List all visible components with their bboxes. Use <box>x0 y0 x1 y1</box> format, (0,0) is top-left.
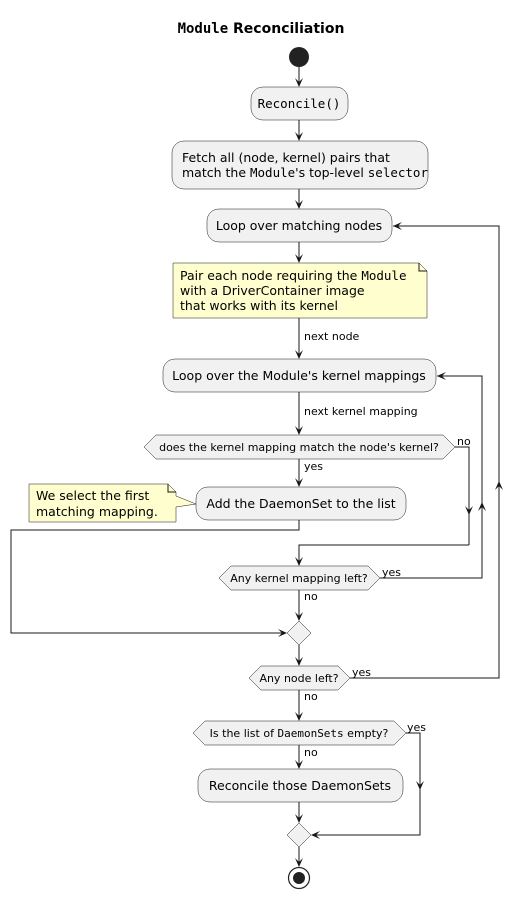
decision-list-empty-pre: Is the list of <box>210 727 278 740</box>
edge-label-match-no: no <box>457 435 471 448</box>
edge-label-node-yes: yes <box>352 666 371 679</box>
note-select-line2: matching mapping. <box>36 504 158 519</box>
note-pair <box>172 262 428 319</box>
edge-label-empty-yes: yes <box>407 721 426 734</box>
activity-reconcile-daemonsets-label: Reconcile those DaemonSets <box>209 778 391 793</box>
note-select-fold <box>167 484 176 493</box>
activity-reconcile-label: Reconcile() <box>258 96 341 111</box>
activity-add-daemonset <box>195 486 407 521</box>
fetch-line2-code1: Module <box>250 165 295 180</box>
fetch-line2-pre: match the <box>182 165 250 180</box>
edge-label-mapping-no: no <box>304 590 318 603</box>
activity-loop-nodes-label: Loop over matching nodes <box>216 218 382 233</box>
activity-loop-mappings-label: Loop over the Module's kernel mappings <box>172 368 426 383</box>
decision-kernel-match-label: does the kernel mapping match the node's… <box>159 441 439 454</box>
activity-fetch-line2: match the Module's top-level selector <box>182 165 428 180</box>
merge-diamond-2 <box>286 822 312 848</box>
title-text: Reconciliation <box>228 21 344 37</box>
note-pair-line1-pre: Pair each node requiring the <box>180 268 361 283</box>
title-code: Module <box>178 21 229 37</box>
edge-label-node-no: no <box>304 690 318 703</box>
edge-label-match-yes: yes <box>304 460 323 473</box>
decision-node-left-label: Any node left? <box>259 672 338 685</box>
fetch-line2-mid: 's top-level <box>295 165 368 180</box>
decision-list-empty-label: Is the list of DaemonSets empty? <box>210 727 389 740</box>
edge-label-next-node: next node <box>304 330 360 343</box>
note-select-line1: We select the first <box>36 488 149 503</box>
note-pair-line2: with a DriverContainer image <box>180 283 365 298</box>
decision-list-empty-code: DaemonSets <box>277 727 343 740</box>
edge-label-empty-no: no <box>304 746 318 759</box>
note-pair-fold <box>418 263 427 272</box>
end-node-inner <box>293 872 305 884</box>
decision-list-empty-post: empty? <box>344 727 389 740</box>
note-pair-line3: that works with its kernel <box>180 298 338 313</box>
edge-label-next-kernel-mapping: next kernel mapping <box>304 405 418 418</box>
note-pair-line1: Pair each node requiring the Module <box>180 268 406 283</box>
connectors <box>10 67 503 867</box>
decision-mapping-left-label: Any kernel mapping left? <box>230 572 368 585</box>
activity-reconcile-daemonsets <box>197 768 404 803</box>
fetch-line2-code2: selector <box>368 165 429 180</box>
note-pair-line1-code: Module <box>361 268 406 283</box>
start-node <box>289 47 309 67</box>
activity-fetch <box>171 140 429 190</box>
end-node-outer <box>287 866 311 890</box>
activity-fetch-line1: Fetch all (node, kernel) pairs that <box>182 150 390 165</box>
merge-diamond-1 <box>286 620 312 646</box>
diagram-title: Module Reconciliation <box>178 21 345 37</box>
edge-label-mapping-yes: yes <box>382 566 401 579</box>
activity-add-daemonset-label: Add the DaemonSet to the list <box>206 496 395 511</box>
